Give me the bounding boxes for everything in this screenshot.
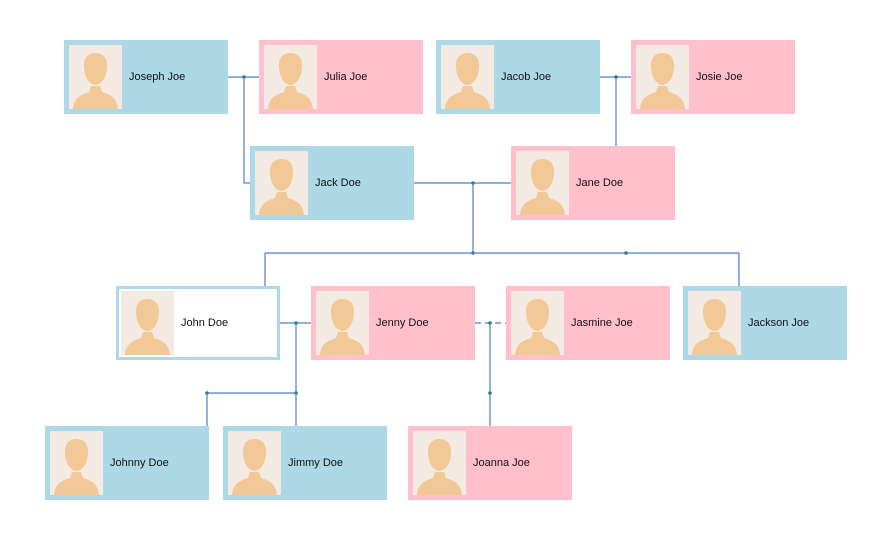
person-name-john: John Doe — [181, 317, 229, 329]
person-name-julia: Julia Joe — [324, 71, 368, 83]
person-card-jack[interactable]: Jack Doe — [250, 146, 414, 220]
person-card-jimmy[interactable]: Jimmy Doe — [223, 426, 387, 500]
person-card-jenny[interactable]: Jenny Doe — [311, 286, 475, 360]
connector-dot-bus-mid — [624, 251, 628, 255]
person-silhouette-icon — [69, 45, 122, 109]
person-card-joseph[interactable]: Joseph Joe — [64, 40, 228, 114]
person-name-joseph: Joseph Joe — [129, 71, 186, 83]
person-silhouette-icon — [264, 45, 317, 109]
person-silhouette-icon — [511, 291, 564, 355]
person-name-jenny: Jenny Doe — [376, 317, 429, 329]
connector-julia-jack — [243, 77, 250, 184]
person-name-jasmine: Jasmine Joe — [571, 317, 633, 329]
person-card-joanna[interactable]: Joanna Joe — [408, 426, 572, 500]
person-name-jacob: Jacob Joe — [501, 71, 552, 83]
person-card-jasmine[interactable]: Jasmine Joe — [506, 286, 670, 360]
person-name-jackson: Jackson Joe — [748, 317, 810, 329]
person-silhouette-icon — [636, 45, 689, 109]
person-name-jane: Jane Doe — [576, 177, 624, 189]
person-card-jane[interactable]: Jane Doe — [511, 146, 675, 220]
person-name-joanna: Joanna Joe — [473, 457, 530, 469]
person-silhouette-icon — [413, 431, 466, 495]
person-card-johnny[interactable]: Johnny Doe — [45, 426, 209, 500]
person-name-jimmy: Jimmy Doe — [288, 457, 344, 469]
person-silhouette-icon — [316, 291, 369, 355]
connector-dot-joanna — [488, 391, 492, 395]
person-silhouette-icon — [688, 291, 741, 355]
person-card-john[interactable]: John Doe — [116, 286, 280, 360]
person-name-johnny: Johnny Doe — [110, 457, 169, 469]
person-name-josie: Josie Joe — [696, 71, 743, 83]
person-card-josie[interactable]: Josie Joe — [631, 40, 795, 114]
person-silhouette-icon — [516, 151, 569, 215]
person-card-jackson[interactable]: Jackson Joe — [683, 286, 847, 360]
person-name-jack: Jack Doe — [315, 177, 361, 189]
person-silhouette-icon — [228, 431, 281, 495]
person-silhouette-icon — [50, 431, 103, 495]
person-silhouette-icon — [441, 45, 494, 109]
person-card-jacob[interactable]: Jacob Joe — [436, 40, 600, 114]
person-silhouette-icon — [255, 151, 308, 215]
person-card-julia[interactable]: Julia Joe — [259, 40, 423, 114]
person-silhouette-icon — [121, 291, 174, 355]
